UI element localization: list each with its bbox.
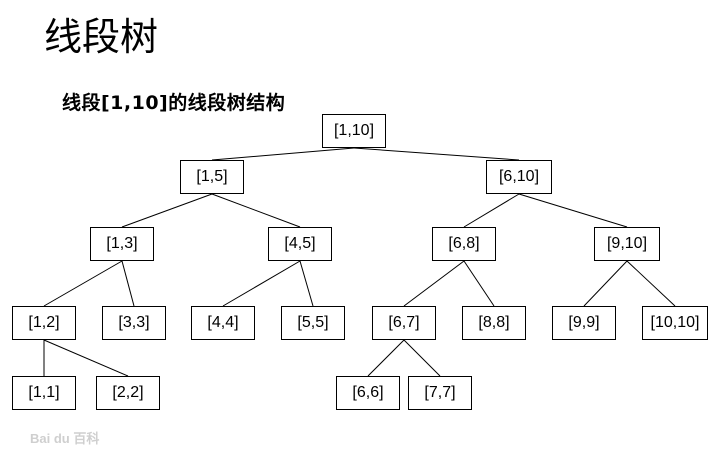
- tree-edge-6-7-to-6-6: [367, 339, 405, 377]
- tree-node-1-3: [1,3]: [90, 227, 154, 261]
- tree-node-6-7: [6,7]: [372, 306, 436, 340]
- tree-node-6-10: [6,10]: [486, 160, 552, 194]
- tree-node-10-10: [10,10]: [642, 306, 708, 340]
- tree-node-7-7: [7,7]: [408, 376, 472, 410]
- tree-node-6-8: [6,8]: [432, 227, 496, 261]
- tree-edge-9-10-to-9-9: [583, 260, 628, 307]
- tree-edge-6-10-to-6-8: [463, 193, 520, 228]
- tree-node-4-4: [4,4]: [191, 306, 255, 340]
- tree-node-9-10: [9,10]: [594, 227, 660, 261]
- diagram-subtitle: 线段[1,10]的线段树结构: [62, 92, 286, 114]
- tree-edge-6-7-to-7-7: [403, 339, 441, 377]
- tree-node-9-9: [9,9]: [552, 306, 616, 340]
- tree-edge-1-10-to-1-5: [211, 147, 355, 161]
- tree-edge-6-10-to-9-10: [518, 193, 628, 228]
- tree-edge-1-2-to-2-2: [43, 339, 129, 377]
- tree-node-2-2: [2,2]: [96, 376, 160, 410]
- tree-edge-6-8-to-6-7: [403, 260, 465, 307]
- tree-edge-4-5-to-4-4: [222, 260, 301, 307]
- tree-edge-6-8-to-8-8: [463, 260, 495, 307]
- tree-node-1-10: [1,10]: [322, 114, 386, 148]
- tree-node-1-5: [1,5]: [180, 160, 244, 194]
- tree-edge-1-5-to-1-3: [121, 193, 213, 228]
- tree-edge-1-5-to-4-5: [211, 193, 301, 228]
- tree-node-5-5: [5,5]: [281, 306, 345, 340]
- watermark-logo: Bai du 百科: [30, 431, 100, 446]
- tree-edge-9-10-to-10-10: [626, 260, 676, 307]
- page-title: 线段树: [44, 15, 159, 59]
- tree-edge-1-3-to-3-3: [121, 260, 135, 307]
- tree-node-1-1: [1,1]: [12, 376, 76, 410]
- tree-node-1-2: [1,2]: [12, 306, 76, 340]
- tree-edge-4-5-to-5-5: [299, 260, 314, 307]
- tree-node-6-6: [6,6]: [336, 376, 400, 410]
- tree-edge-1-3-to-1-2: [43, 260, 123, 307]
- tree-node-3-3: [3,3]: [102, 306, 166, 340]
- tree-node-8-8: [8,8]: [462, 306, 526, 340]
- tree-edge-1-10-to-6-10: [353, 147, 520, 161]
- tree-node-4-5: [4,5]: [268, 227, 332, 261]
